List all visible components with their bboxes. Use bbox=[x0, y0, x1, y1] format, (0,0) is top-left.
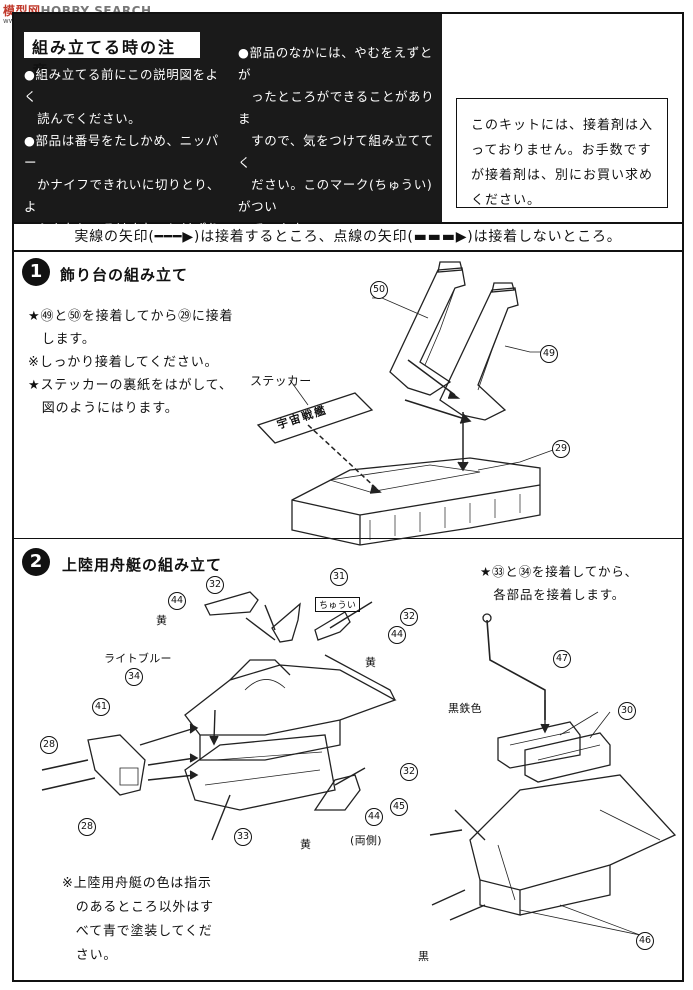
sticker-shape bbox=[256, 392, 374, 444]
step1-number: 1 bbox=[22, 258, 50, 286]
notice-line: 読んでください。 bbox=[24, 111, 142, 126]
caution-mark: ちゅうい bbox=[315, 597, 361, 612]
part-32-callout-3: 32 bbox=[400, 763, 418, 781]
steps-frame bbox=[12, 252, 684, 982]
notice-line: ●接着剤を使う時は、窓をあけ、火 bbox=[238, 331, 433, 368]
notice-line: ったところができることがありま bbox=[238, 89, 435, 126]
notice-line: (▪▪▶)は接着しないところです。 bbox=[24, 353, 208, 390]
part-47-callout: 47 bbox=[553, 650, 571, 668]
sticker-label: ステッカー bbox=[250, 374, 312, 388]
step2-bottom-line: のあるところ以外はす bbox=[62, 900, 214, 915]
step2-right-note: ★㉝と㉞を接着してから、 各部品を接着します。 bbox=[480, 560, 680, 606]
stand-base-29-shape bbox=[291, 457, 541, 546]
assembled-boat-shape bbox=[429, 774, 677, 921]
boat-front-41-shape bbox=[87, 734, 146, 796]
notice-line: すので、気をつけて組み立ててく bbox=[238, 133, 435, 170]
part-28-callout-2: 28 bbox=[78, 818, 96, 836]
label-yellow-3: 黄 bbox=[300, 838, 312, 851]
notice-title: 組み立てる時の注意 bbox=[24, 32, 200, 81]
part-46-callout: 46 bbox=[636, 932, 654, 950]
notice-line: は絶対に使わないでください。 bbox=[238, 375, 435, 390]
part-50-callout: 50 bbox=[370, 281, 388, 299]
notice-line: かナイフできれいに切りとり、よ bbox=[24, 177, 221, 214]
step1-line: ★ステッカーの裏紙をはがして、 bbox=[28, 378, 233, 393]
label-both-sides: (両側) bbox=[350, 834, 382, 847]
step2-bottom-note: ※上陸用舟艇の色は指示 のあるところ以外はす べて青で塗装してくだ さい。 bbox=[62, 872, 242, 968]
part-29-callout: 29 bbox=[552, 440, 570, 458]
tracks-30-shape bbox=[497, 721, 611, 783]
notice-line: ぶんなところはきれいにけずります。 bbox=[24, 221, 221, 258]
part-32-callout-1: 32 bbox=[206, 576, 224, 594]
kit-line: っておりません。お手数です bbox=[471, 143, 652, 158]
notice-right-column: ●部品のなかには、やむをえずとが ったところができることがありま すので、気をつ… bbox=[238, 42, 438, 394]
thruster-44-shapes bbox=[204, 591, 361, 811]
notice-line: ださい。このマーク(ちゅうい)がつい bbox=[238, 177, 433, 214]
stand-part-49-shape bbox=[439, 282, 519, 421]
part-28-callout-1: 28 bbox=[40, 736, 58, 754]
part-44-callout-3: 44 bbox=[365, 808, 383, 826]
step2-bottom-line: べて青で塗装してくだ bbox=[62, 924, 213, 939]
boat-hull-33-shape bbox=[184, 734, 336, 811]
boat-fin-31-shape bbox=[271, 602, 301, 643]
pin-28-shapes bbox=[41, 759, 96, 791]
part-33-callout: 33 bbox=[234, 828, 252, 846]
step1-title: 飾り台の組み立て bbox=[60, 266, 189, 284]
step1-line: ※しっかり接着してください。 bbox=[28, 355, 219, 370]
label-black: 黒 bbox=[418, 950, 430, 963]
adhesive-note-box: このキットには、接着剤は入 っておりません。お手数です が接着剤は、別にお買い求… bbox=[456, 98, 668, 208]
step2-right-arrows bbox=[454, 700, 641, 936]
notice-dark-panel: 組み立てる時の注意 ●組み立てる前にこの説明図をよく 読んでください。 ●部品は… bbox=[14, 14, 442, 390]
part-32-callout-2: 32 bbox=[400, 608, 418, 626]
part-41-callout: 41 bbox=[92, 698, 110, 716]
step2-title: 上陸用舟艇の組み立て bbox=[62, 556, 223, 574]
part-45-callout: 45 bbox=[390, 798, 408, 816]
part-44-callout-1: 44 bbox=[168, 592, 186, 610]
part-49-callout: 49 bbox=[540, 345, 558, 363]
kit-line: ください。 bbox=[471, 193, 542, 208]
crane-arm-47-shape bbox=[482, 613, 546, 720]
step2-bottom-line: さい。 bbox=[62, 948, 118, 963]
step2-number: 2 bbox=[22, 548, 50, 576]
label-yellow-2: 黄 bbox=[365, 656, 377, 669]
step1-arrows bbox=[289, 297, 554, 494]
notice-line: ●部品は番号をたしかめ、ニッパー bbox=[24, 133, 219, 170]
label-light-blue: ライトブルー bbox=[104, 652, 172, 665]
step2-bottom-line: ※上陸用舟艇の色は指示 bbox=[62, 876, 212, 891]
part-44-callout-2: 44 bbox=[388, 626, 406, 644]
label-black-iron: 黒鉄色 bbox=[448, 702, 482, 715]
step-divider bbox=[12, 538, 684, 539]
arrow-legend: 実線の矢印(━━━▶)は接着するところ、点線の矢印(▬▬▬▶)は接着しないところ… bbox=[12, 224, 684, 252]
step2-arrows bbox=[139, 601, 373, 841]
notice-line: ●部品のなかには、やむをえずとが bbox=[238, 45, 433, 82]
stand-part-50-shape bbox=[389, 261, 466, 396]
step1-instructions: ★㊾と㊿を接着してから㉙に接着 します。 ※しっかり接着してください。 ★ステッ… bbox=[28, 305, 258, 420]
notice-section: 組み立てる時の注意 ●組み立てる前にこの説明図をよく 読んでください。 ●部品は… bbox=[12, 12, 684, 390]
notice-line: ●組み立てる前にこの説明図をよく bbox=[24, 67, 219, 104]
notice-left-column: ●組み立てる前にこの説明図をよく 読んでください。 ●部品は番号をたしかめ、ニッ… bbox=[24, 64, 229, 394]
kit-line: が接着剤は、別にお買い求め bbox=[471, 168, 654, 183]
kit-line: このキットには、接着剤は入 bbox=[471, 118, 654, 133]
notice-line: です×印がついています。この矢印 bbox=[24, 309, 217, 346]
step1-line: します。 bbox=[28, 332, 96, 347]
step1-line: ★㊾と㊿を接着してから㉙に接着 bbox=[28, 309, 234, 324]
part-30-callout: 30 bbox=[618, 702, 636, 720]
label-yellow-1: 黄 bbox=[156, 614, 168, 627]
step2-right-line: 各部品を接着します。 bbox=[480, 587, 626, 602]
step1-line: 図のようにはります。 bbox=[28, 401, 179, 416]
part-34-callout: 34 bbox=[125, 668, 143, 686]
notice-line: ●この矢印(━━▶)は接着するところ bbox=[24, 265, 218, 302]
boat-hull-34-shape bbox=[184, 654, 397, 761]
notice-line: 塗料」のご使用をおすすめします。 bbox=[238, 287, 435, 324]
step2-right-line: ★㉝と㉞を接着してから、 bbox=[480, 564, 638, 579]
notice-line: ています。 bbox=[238, 221, 316, 236]
part-31-callout: 31 bbox=[330, 568, 348, 586]
